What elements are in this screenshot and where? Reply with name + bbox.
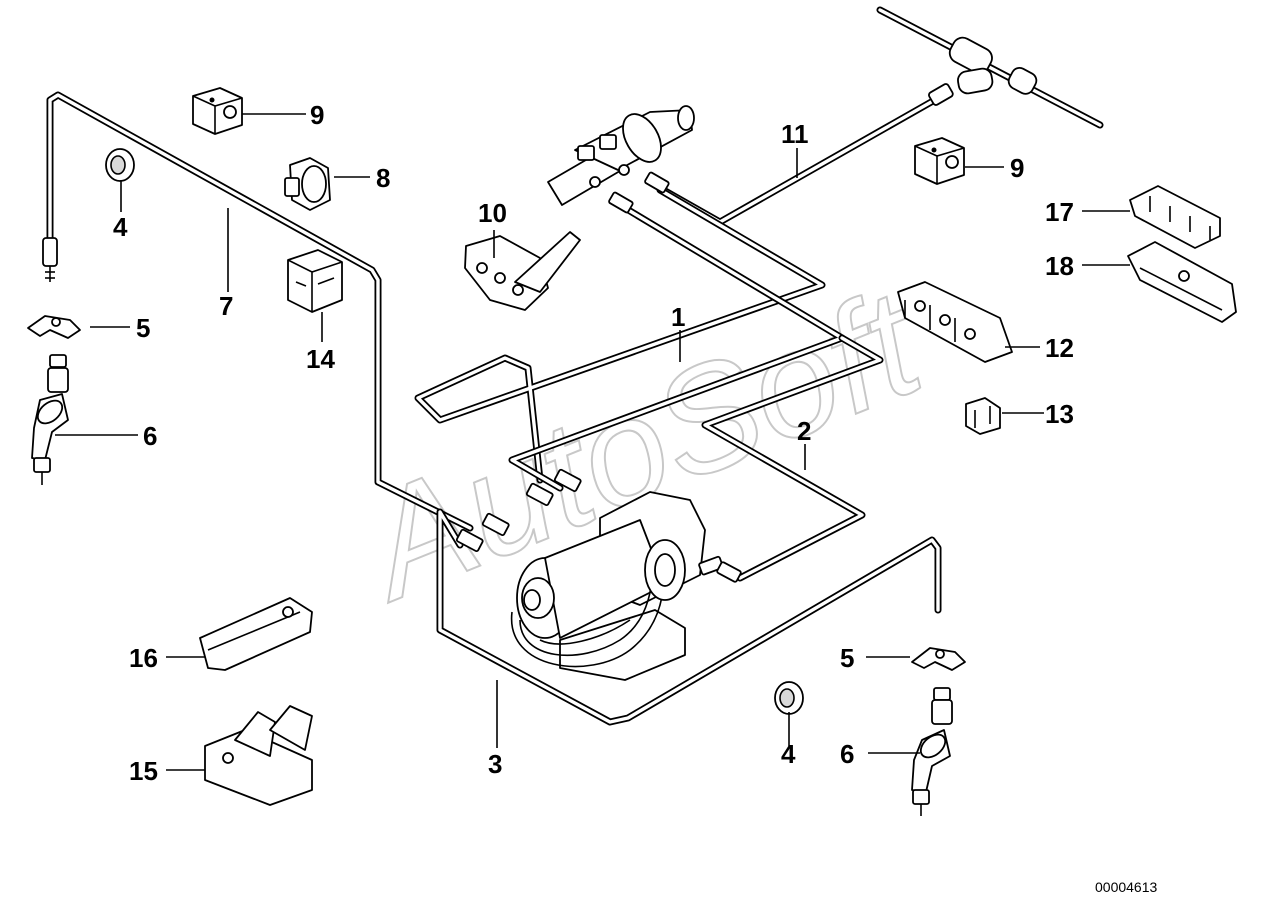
- callout-14: 14: [306, 344, 335, 374]
- callout-10: 10: [478, 198, 507, 228]
- holder-9-top: [192, 87, 243, 135]
- callouts: 1 2 3 4 4 5 5 6 6 7 8 9 9 10 11 12 13 14…: [113, 100, 1074, 786]
- callout-5-left: 5: [136, 313, 150, 343]
- clip-17: [1129, 185, 1221, 249]
- callout-4-left: 4: [113, 212, 128, 242]
- callout-18: 18: [1045, 251, 1074, 281]
- callout-17: 17: [1045, 197, 1074, 227]
- callout-15: 15: [129, 756, 158, 786]
- pressure-regulator: [511, 491, 724, 681]
- callout-8: 8: [376, 163, 390, 193]
- bracket-5-right: [911, 647, 966, 671]
- callout-5-right: 5: [840, 643, 854, 673]
- callout-3: 3: [488, 749, 502, 779]
- callout-12: 12: [1045, 333, 1074, 363]
- brake-hose-left: [31, 354, 69, 485]
- pipe-11: [656, 93, 944, 226]
- holder-9-right: [914, 137, 965, 185]
- bracket-5-left: [27, 315, 81, 339]
- callout-13: 13: [1045, 399, 1074, 429]
- callout-9-top: 9: [310, 100, 324, 130]
- leader-lines: [55, 113, 1130, 771]
- bracket-16: [199, 597, 313, 671]
- pipe-fittings: [455, 468, 742, 583]
- bracket-10: [464, 231, 581, 311]
- callout-16: 16: [129, 643, 158, 673]
- t-connector: [928, 36, 1038, 106]
- callout-7: 7: [219, 291, 233, 321]
- clip-block-12: [897, 281, 1013, 363]
- pipe-end-fitting-left: [42, 237, 58, 282]
- master-cylinder: [547, 105, 695, 214]
- brake-pipes: [46, 6, 1104, 726]
- callout-2: 2: [797, 416, 811, 446]
- callout-4-bottom: 4: [781, 739, 796, 769]
- callout-6-right: 6: [840, 739, 854, 769]
- brake-hose-right: [911, 687, 953, 816]
- grommet-bottom: [774, 681, 804, 715]
- callout-1: 1: [671, 302, 685, 332]
- rubber-13: [965, 397, 1001, 435]
- bracket-18: [1127, 241, 1237, 323]
- diagram-id: 00004613: [1095, 879, 1158, 895]
- callout-9-right: 9: [1010, 153, 1024, 183]
- callout-6-left: 6: [143, 421, 157, 451]
- rubber-mount-14: [287, 249, 343, 313]
- callout-11: 11: [781, 119, 809, 149]
- clip-8: [284, 157, 331, 211]
- grommet-left: [105, 148, 135, 182]
- clamp-15: [204, 705, 313, 806]
